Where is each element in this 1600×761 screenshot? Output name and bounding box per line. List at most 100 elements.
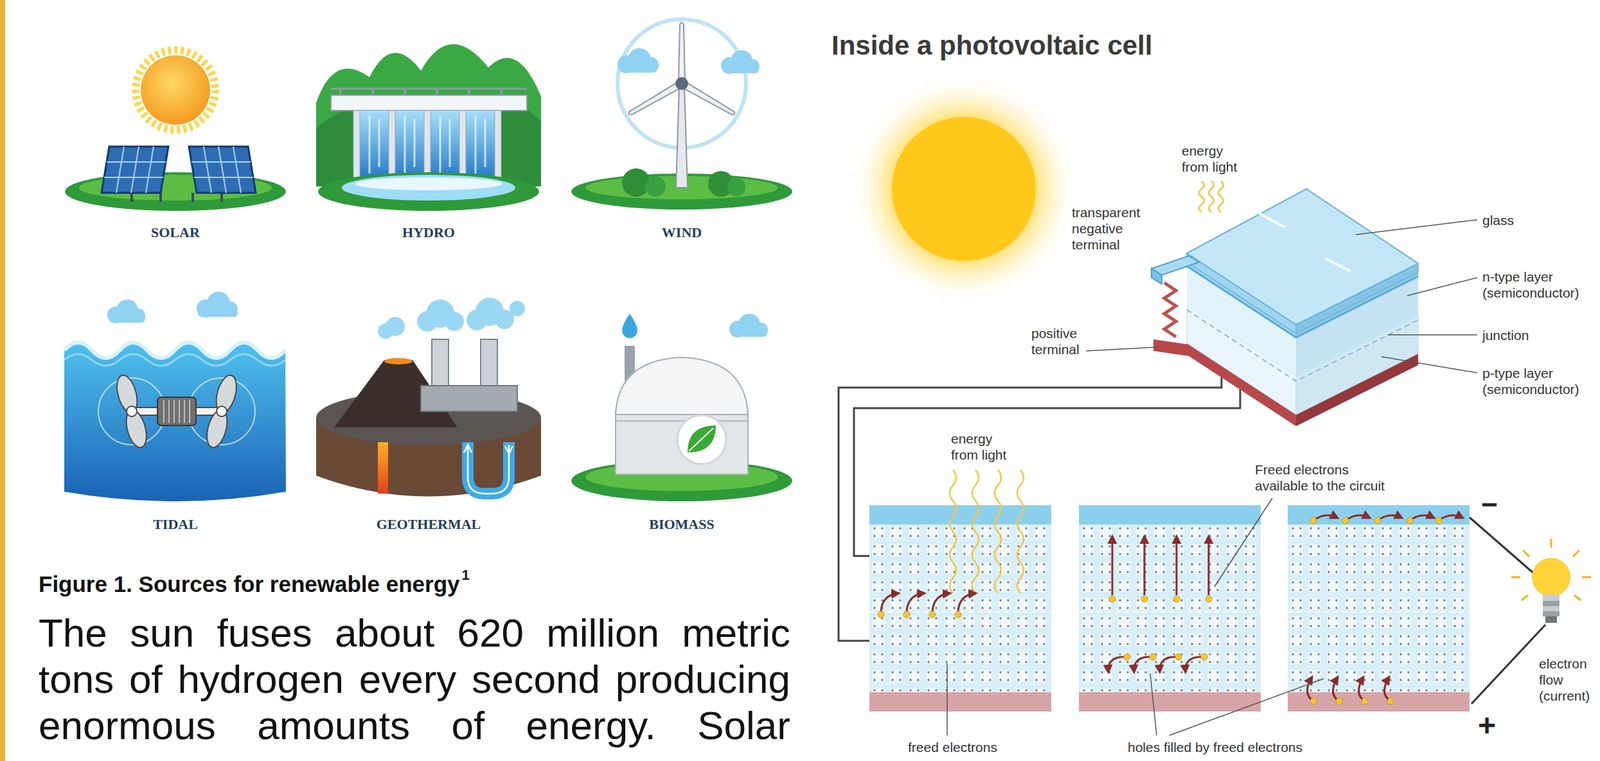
light-bulb <box>1542 605 1560 612</box>
cell-panel <box>1310 517 1317 524</box>
wind-icon <box>727 177 746 196</box>
cell-panel <box>1108 535 1209 673</box>
cell-panel <box>1332 676 1340 702</box>
solar-icon <box>135 50 216 130</box>
cell-panel <box>1143 535 1146 596</box>
leader-line <box>1150 673 1157 736</box>
hydro-icon <box>395 110 425 183</box>
hydro-icon <box>353 110 360 183</box>
icon-label: WIND <box>585 224 779 241</box>
cell-panel <box>1078 524 1261 693</box>
part-label: p-type layer (semiconductor) <box>1482 364 1589 398</box>
cell-panel <box>1287 692 1470 712</box>
cell-panel <box>1078 524 1261 693</box>
cell-panel <box>1438 515 1464 521</box>
icon-label: BIOMASS <box>585 515 779 533</box>
hydro-icon <box>316 44 542 211</box>
geothermal-icon <box>420 385 518 412</box>
biomass-icon <box>615 411 748 475</box>
light-bulb <box>1542 600 1560 606</box>
cell-panel <box>880 593 977 612</box>
solar-icon <box>191 146 254 193</box>
cell-panel <box>1185 656 1201 673</box>
biomass-icon <box>677 415 727 464</box>
cell-panel <box>1108 656 1124 673</box>
cell-panel <box>1287 524 1470 693</box>
geothermal-icon <box>384 357 413 365</box>
solar-icon <box>131 192 222 202</box>
geothermal-icon <box>444 311 464 331</box>
leader-line <box>1381 356 1478 373</box>
cell-panel <box>1342 517 1349 524</box>
cell-panel <box>1374 517 1381 524</box>
cell-panel <box>869 692 1052 712</box>
leader-line <box>1085 346 1158 351</box>
icon-label: HYDRO <box>332 224 525 241</box>
light-bulb <box>1542 594 1560 601</box>
cell-panel <box>1123 653 1131 660</box>
cell-panel <box>1111 535 1114 596</box>
sun <box>891 116 1036 261</box>
footnote-mark: 1 <box>462 566 470 584</box>
cell-panel <box>1435 517 1442 524</box>
cell-panel <box>1358 676 1365 702</box>
hydro-icon <box>494 110 502 183</box>
part-label: transparent negative terminal <box>1071 204 1146 253</box>
cell-panel <box>1310 697 1317 705</box>
light-bulb <box>1542 611 1560 617</box>
leader-line <box>1169 678 1324 736</box>
leader-line <box>1407 277 1478 296</box>
tidal-icon <box>64 354 286 366</box>
part-label: glass <box>1482 212 1547 229</box>
icon-label: GEOTHERMAL <box>332 515 525 533</box>
pv-cell <box>1151 268 1162 285</box>
geothermal-icon <box>377 442 389 494</box>
solar-icon <box>140 55 211 125</box>
leader-line <box>1085 219 1478 373</box>
wind-icon <box>683 82 737 117</box>
wind-icon <box>645 176 666 197</box>
part-label: positive terminal <box>1031 325 1093 358</box>
hydro-icon <box>424 110 431 183</box>
cell-panel <box>949 469 1024 594</box>
hydro-icon <box>430 110 460 183</box>
cell-panel <box>1109 595 1212 660</box>
pv-cell <box>1199 181 1224 213</box>
hydro-icon <box>388 110 396 183</box>
wind-icon <box>571 19 793 210</box>
cell-panel <box>1387 697 1394 705</box>
polarity-sign: − <box>1481 487 1498 522</box>
cell-panel <box>1287 505 1470 712</box>
part-label: junction <box>1482 327 1560 344</box>
geothermal-icon <box>467 442 509 494</box>
solar-icon <box>64 50 286 211</box>
part-label: energy from light <box>1181 142 1243 175</box>
part-label: energy from light <box>951 430 1013 463</box>
geothermal-icon <box>467 444 509 494</box>
cell-panel <box>1306 676 1314 702</box>
geothermal-icon <box>509 300 525 317</box>
geothermal-icon <box>480 339 498 387</box>
part-label: n-type layer (semiconductor) <box>1482 268 1589 301</box>
biomass-icon <box>688 427 714 452</box>
part-label: holes filled by freed electrons <box>1127 738 1360 756</box>
hydro-icon <box>341 174 516 201</box>
cell-panel <box>1306 515 1464 702</box>
leader-line <box>1214 497 1273 587</box>
cell-panel <box>1409 515 1435 521</box>
light-bulb <box>1469 517 1592 704</box>
cell-panel <box>954 611 962 618</box>
page-border <box>0 0 6 761</box>
figure-title: Inside a photovoltaic cell <box>831 29 1153 62</box>
cell-panel <box>1200 653 1208 660</box>
solar-icon <box>104 146 166 193</box>
icon-label: SOLAR <box>79 224 272 241</box>
cell-panel <box>869 524 1052 693</box>
tidal-icon <box>109 314 146 323</box>
solar-icon <box>101 146 169 193</box>
part-label: Freed electrons available to the circuit <box>1254 461 1397 494</box>
cell-panel <box>1287 611 1470 613</box>
tidal-icon <box>197 308 238 317</box>
leader-line <box>946 663 948 736</box>
